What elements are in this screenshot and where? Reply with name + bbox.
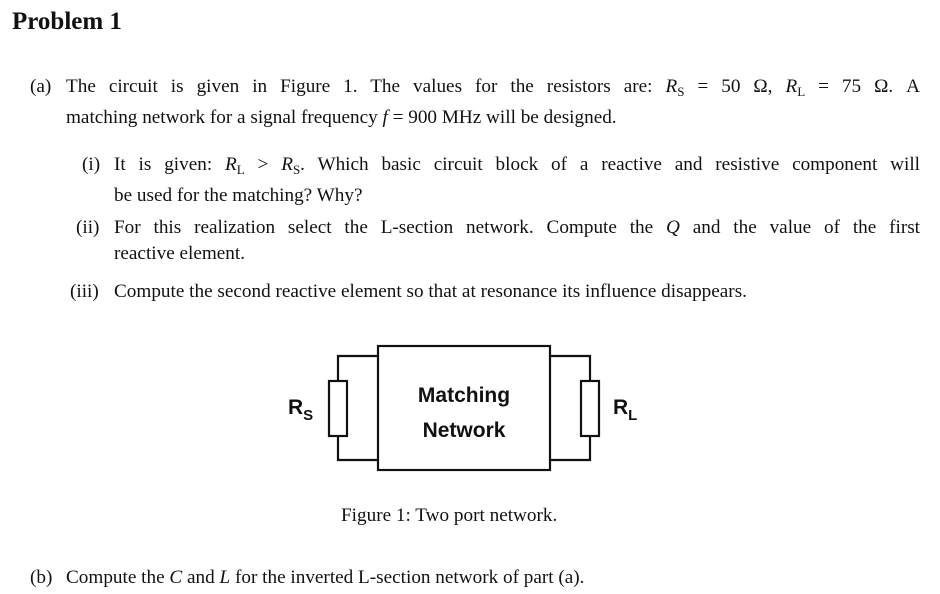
item-ii-label: (ii) <box>76 217 100 238</box>
rs-value: = 50 Ω, <box>697 76 773 97</box>
problem-title: Problem 1 <box>12 8 122 35</box>
matching-network-label-1: Matching <box>418 384 510 407</box>
c-symbol: C <box>169 567 183 588</box>
part-a-line-2: matching network for a signal frequency … <box>66 107 617 128</box>
part-a-text: The circuit is given in Figure 1. The va… <box>66 74 920 131</box>
rl-wire-bottom <box>550 436 592 462</box>
f-symbol: f <box>382 107 388 128</box>
rs-wire-top <box>336 354 378 381</box>
rl-symbol: RL <box>225 154 245 177</box>
part-a-line1-text: The circuit is given in Figure 1. The va… <box>66 76 653 97</box>
matching-network-box <box>376 344 552 472</box>
rl-figure-label: RL <box>613 396 637 424</box>
matching-network-label-2: Network <box>423 419 506 442</box>
l-symbol: L <box>219 567 231 588</box>
part-a-line-1: The circuit is given in Figure 1. The va… <box>66 74 920 105</box>
item-i-label: (i) <box>82 154 101 175</box>
part-a-label: (a) <box>30 76 52 97</box>
part-b-text: Compute the C and L for the inverted L-s… <box>66 567 585 588</box>
rl-symbol: RL <box>785 76 806 99</box>
item-iii-text: Compute the second reactive element so t… <box>114 281 747 302</box>
q-symbol: Q <box>666 217 680 238</box>
rs-wire-bottom <box>336 436 378 462</box>
rl-value: = 75 Ω. A <box>818 76 920 97</box>
rs-figure-label: RS <box>288 396 313 424</box>
item-i-line-1: It is given: RL > RS. Which basic circui… <box>114 154 921 177</box>
item-ii-text: For this realization select the L-sectio… <box>114 215 920 267</box>
rs-resistor <box>327 379 349 438</box>
item-ii-line-1: For this realization select the L-sectio… <box>114 217 921 238</box>
rs-symbol: RS <box>281 154 301 177</box>
item-i-text: It is given: RL > RS. Which basic circui… <box>114 152 920 209</box>
item-i-line-2: be used for the matching? Why? <box>114 185 363 206</box>
item-iii-label: (iii) <box>70 281 99 302</box>
rl-resistor <box>579 379 601 438</box>
figure-caption: Figure 1: Two port network. <box>341 505 558 526</box>
rs-symbol: RS <box>665 76 685 99</box>
rl-wire-top <box>550 354 592 381</box>
item-ii-line-2: reactive element. <box>114 243 246 264</box>
part-b-label: (b) <box>30 567 53 588</box>
